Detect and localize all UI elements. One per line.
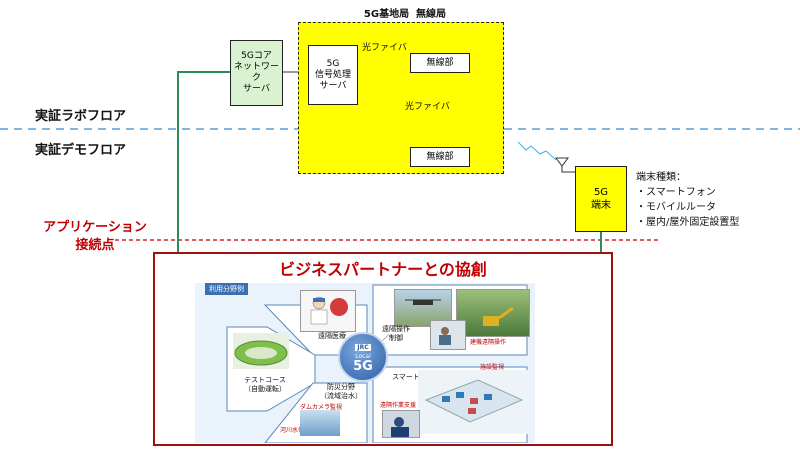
partnership-title: ビジネスパートナーとの協創 [279, 260, 487, 279]
signal-processing-server-label: 5G 信号処理 サーバ [314, 58, 351, 91]
app-connection-point-label: アプリケーション 接続点 [43, 220, 147, 253]
lab-floor-label: 実証ラボフロア [35, 109, 127, 124]
signal-processing-server: 5G 信号処理 サーバ [308, 45, 358, 105]
medical-photo [300, 290, 356, 332]
remote-op-label: 遠隔操作 ／制御 [382, 325, 410, 342]
core-network-server-label: 5Gコア ネットワーク サーバ [233, 51, 279, 94]
local-5g-brand: JRC [355, 344, 371, 351]
dam-label: ダムカメラ監視 [300, 404, 343, 411]
remote-support-label: 遠隔作業支援 [380, 402, 417, 409]
facility-label: 施設監視 [480, 364, 505, 371]
disaster-photo [300, 410, 340, 436]
excavator-photo [456, 289, 530, 337]
remote-support-photo [382, 410, 420, 438]
operator-photo [430, 320, 466, 350]
base-station-title: 5G基地局 無線局 [363, 9, 447, 20]
disaster-label: 防災分野 （流域治水） [320, 383, 362, 400]
radio-wave-icon [517, 141, 557, 161]
radio-unit-1-label: 無線部 [426, 57, 454, 68]
medical-label: 遠隔医療 [318, 332, 346, 340]
terminal-5g: 5G 端末 [575, 166, 627, 232]
terminal-5g-label: 5G 端末 [591, 187, 611, 211]
core-to-app-line [177, 71, 230, 252]
local-5g-local: Local [355, 353, 371, 360]
fiber-label-1: 光ファイバ [362, 43, 407, 53]
usecase-badge: 利用分野例 [205, 283, 248, 295]
radio-unit-2-label: 無線部 [426, 151, 454, 162]
construction-label: 建機遠隔操作 [470, 339, 507, 346]
test-course-photo [233, 333, 289, 369]
terminal-antenna-icon [555, 157, 569, 167]
local-5g-hub: JRC Local 5G [338, 332, 388, 382]
factory-photo [418, 370, 528, 434]
radio-unit-1: 無線部 [410, 53, 470, 73]
terminal-type-item: ・屋内/屋外固定設置型 [636, 217, 740, 228]
factory-label: スマート工場 [392, 373, 434, 381]
terminal-type-item: ・スマートフォン [636, 187, 716, 198]
local-5g-text: 5G [353, 359, 373, 374]
terminal-type-item: ・モバイルルータ [636, 202, 716, 213]
terminal-types: 端末種類： ・スマートフォン ・モバイルルータ ・屋内/屋外固定設置型 [636, 170, 739, 230]
terminal-types-title: 端末種類： [636, 172, 686, 183]
fiber-label-2: 光ファイバ [405, 102, 450, 112]
demo-floor-label: 実証デモフロア [35, 143, 127, 158]
radio-unit-2: 無線部 [410, 147, 470, 167]
core-network-server: 5Gコア ネットワーク サーバ [230, 40, 283, 106]
river-label: 河川水位監視 [280, 427, 317, 434]
test-course-label: テストコース （自動運転） [244, 376, 286, 393]
